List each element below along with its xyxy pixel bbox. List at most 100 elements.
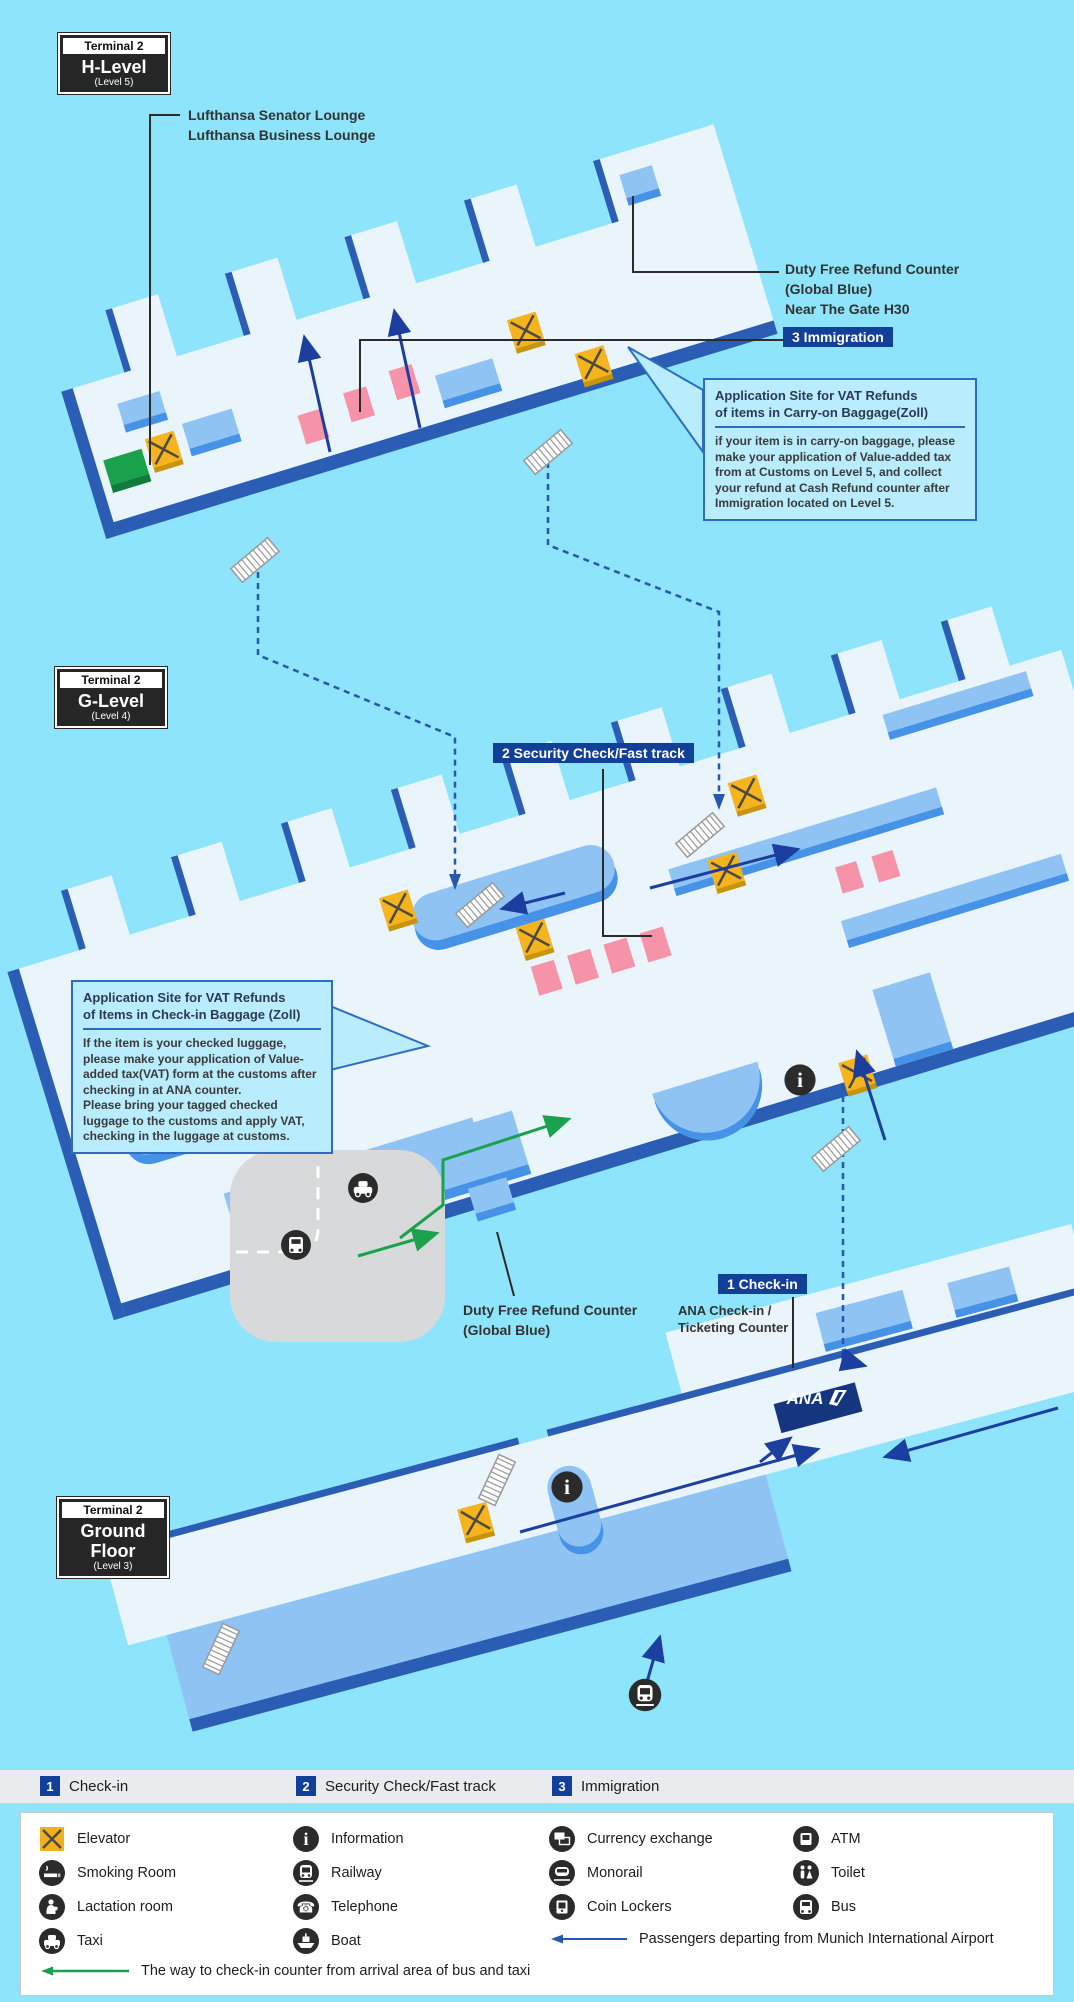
flow-arrow — [641, 1634, 665, 1683]
flow-arrow — [852, 1049, 887, 1141]
legend-item-atm: ATM — [793, 1825, 861, 1853]
flow-arrow — [759, 1436, 793, 1464]
legend-item-railway: Railway — [293, 1859, 382, 1887]
lounge-leader-line — [149, 114, 180, 465]
duty-free-refund-counter-h — [619, 165, 659, 199]
level-label-h: Terminal 2 H-Level (Level 5) — [57, 32, 171, 95]
bus-icon — [281, 1230, 311, 1260]
legend-item-boat: Boat — [293, 1927, 361, 1955]
dutyfree-h-label: Duty Free Refund Counter (Global Blue) N… — [785, 261, 960, 317]
immigration-leader-line — [359, 339, 783, 412]
vat-checkin-body2: Please bring your tagged checked luggage… — [83, 1098, 305, 1143]
atm-icon — [793, 1826, 819, 1852]
checkin-number-badge: 1 — [40, 1776, 60, 1796]
railway-icon — [293, 1860, 319, 1886]
security-lane — [530, 959, 563, 996]
security-marker: 2 Security Check/Fast track — [493, 743, 694, 763]
level-label-ground: Terminal 2 Ground Floor (Level 3) — [56, 1496, 170, 1579]
security-lane — [871, 850, 901, 883]
level-sub: (Level 3) — [93, 1561, 133, 1572]
legend-departing-arrow: Passengers departing from Munich Interna… — [549, 1931, 994, 1947]
blue-left-arrow-icon — [551, 1934, 627, 1944]
lounge-senator-label: Lufthansa Senator Lounge — [188, 107, 366, 123]
legend-numbered-bar: 1 Check-in 2 Security Check/Fast track 3… — [0, 1770, 1074, 1803]
arrival-way-arrow — [399, 1115, 572, 1240]
arrival-road — [230, 1150, 445, 1342]
counter-blue — [434, 358, 500, 401]
counter-blue — [117, 391, 166, 425]
vat-checkin-box: Application Site for VAT Refunds of Item… — [71, 980, 333, 1154]
terminal-name: Terminal 2 — [62, 37, 166, 55]
legend-checkin: 1 Check-in — [40, 1776, 128, 1796]
legend-item-information: Information — [293, 1825, 404, 1853]
level-sub: (Level 5) — [94, 77, 134, 88]
legend-arrival-way-arrow: The way to check-in counter from arrival… — [39, 1963, 530, 1979]
level-connector-dashed — [256, 572, 457, 876]
immigration-counter — [343, 386, 375, 423]
svg-text:ANA: ANA — [786, 1389, 824, 1408]
level-name: Ground Floor — [80, 1521, 146, 1561]
floor-ground — [102, 1223, 1074, 1732]
information-icon — [784, 1064, 816, 1096]
legend-item-bus: Bus — [793, 1893, 856, 1921]
immigration-marker: 3 Immigration — [783, 327, 893, 347]
legend-security: 2 Security Check/Fast track — [296, 1776, 496, 1796]
level-name: H-Level — [81, 57, 147, 77]
customs-green-counter — [103, 448, 150, 486]
vat-carryon-title: Application Site for VAT Refunds — [715, 388, 918, 403]
flow-arrow — [649, 843, 801, 890]
legend-immigration: 3 Immigration — [552, 1776, 659, 1796]
departing-passengers-arrow — [882, 1406, 1059, 1462]
railway-icon — [627, 1677, 663, 1713]
lactation-room-icon — [39, 1894, 65, 1920]
legend-item-currency-exchange: Currency exchange — [549, 1825, 713, 1853]
legend-item-coin-lockers: Coin Lockers — [549, 1893, 672, 1921]
security-leader-line — [602, 769, 652, 937]
level-label-g: Terminal 2 G-Level (Level 4) — [54, 666, 168, 729]
counter-halfround — [652, 1061, 760, 1133]
vat-checkin-body1: If the item is your checked luggage, ple… — [83, 1036, 317, 1097]
legend-item-telephone: Telephone — [293, 1893, 398, 1921]
toilet-icon — [793, 1860, 819, 1886]
dutyfree-g-leader-line — [496, 1231, 515, 1297]
legend-item-taxi: Taxi — [39, 1927, 103, 1955]
checkin-counter-block — [947, 1266, 1017, 1311]
legend-item-monorail: Monorail — [549, 1859, 643, 1887]
flow-arrow — [499, 891, 566, 915]
legend-item-smoking-room: Smoking Room — [39, 1859, 176, 1887]
lounge-labels: Lufthansa Senator Lounge Lufthansa Busin… — [188, 105, 375, 145]
taxi-icon — [347, 1172, 379, 1204]
legend-panel: Elevator Information Currency exchange A… — [20, 1812, 1054, 1996]
vat-carryon-body: if your item is in carry-on baggage, ple… — [715, 434, 956, 510]
elevator-icon — [39, 1826, 65, 1852]
counter-blue — [181, 408, 240, 449]
divider — [715, 426, 965, 428]
terminal-name: Terminal 2 — [61, 1501, 165, 1519]
bus-icon — [793, 1894, 819, 1920]
flow-arrow — [297, 334, 332, 453]
telephone-icon — [293, 1894, 319, 1920]
dutyfree-h-leader-line — [632, 196, 779, 273]
taxi-icon — [39, 1928, 65, 1954]
legend-item-elevator: Elevator — [39, 1825, 130, 1853]
immigration-number-badge: 3 — [552, 1776, 572, 1796]
checkin-counter-block — [815, 1289, 911, 1345]
duty-free-refund-counter-g — [467, 1177, 514, 1214]
information-icon — [293, 1826, 319, 1852]
vat-checkin-title: Application Site for VAT Refunds — [83, 990, 286, 1005]
flow-arrow — [519, 1444, 821, 1534]
security-number-badge: 2 — [296, 1776, 316, 1796]
security-lane — [603, 937, 636, 974]
arrival-way-arrow — [357, 1228, 440, 1258]
dutyfree-g-label: Duty Free Refund Counter (Global Blue) — [463, 1302, 638, 1338]
security-lane — [567, 948, 599, 985]
information-icon — [551, 1471, 583, 1503]
level-name: G-Level — [77, 691, 145, 711]
coin-lockers-icon — [549, 1894, 575, 1920]
ana-counter-label: ANA Check-in / Ticketing Counter — [678, 1303, 789, 1335]
green-left-arrow-icon — [41, 1966, 129, 1976]
monorail-icon — [549, 1860, 575, 1886]
vat-carryon-box: Application Site for VAT Refunds of item… — [703, 378, 977, 521]
legend-item-lactation-room: Lactation room — [39, 1893, 173, 1921]
